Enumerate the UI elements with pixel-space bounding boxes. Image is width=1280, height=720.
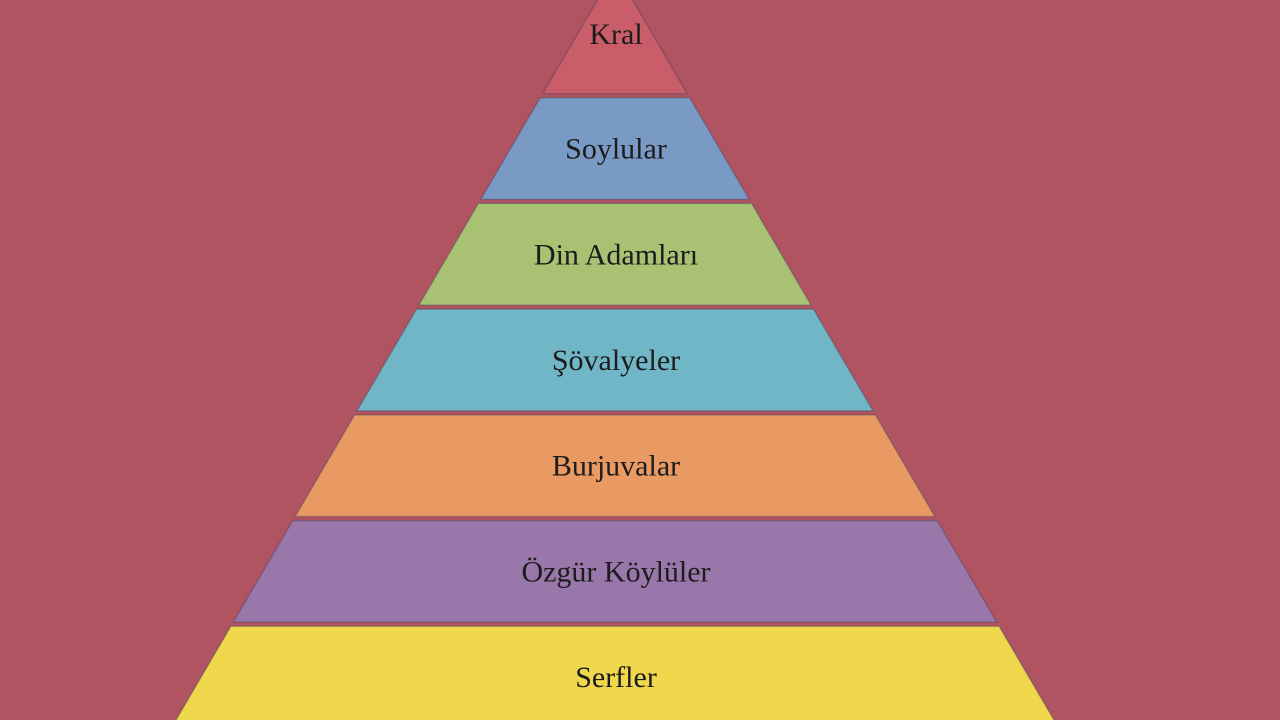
pyramid-tiers [175, 0, 1055, 720]
tier-burjuvalar [293, 414, 937, 518]
tier-kral [541, 0, 689, 95]
tier-ozgur-koyluler [231, 519, 999, 624]
tier-label-sovalyeler: Şövalyeler [552, 344, 680, 377]
tier-label-kral: Kral [589, 18, 642, 51]
tier-serfler [175, 625, 1055, 720]
tier-label-burjuvalar: Burjuvalar [552, 450, 680, 483]
tier-sovalyeler [355, 308, 875, 412]
tier-soylular [479, 96, 751, 201]
tier-label-din-adamlari: Din Adamları [534, 238, 698, 271]
tier-label-soylular: Soylular [565, 133, 667, 166]
tier-din-adamlari [417, 202, 813, 306]
tier-label-ozgur-koyluler: Özgür Köylüler [521, 555, 710, 588]
tier-label-serfler: Serfler [575, 661, 657, 694]
